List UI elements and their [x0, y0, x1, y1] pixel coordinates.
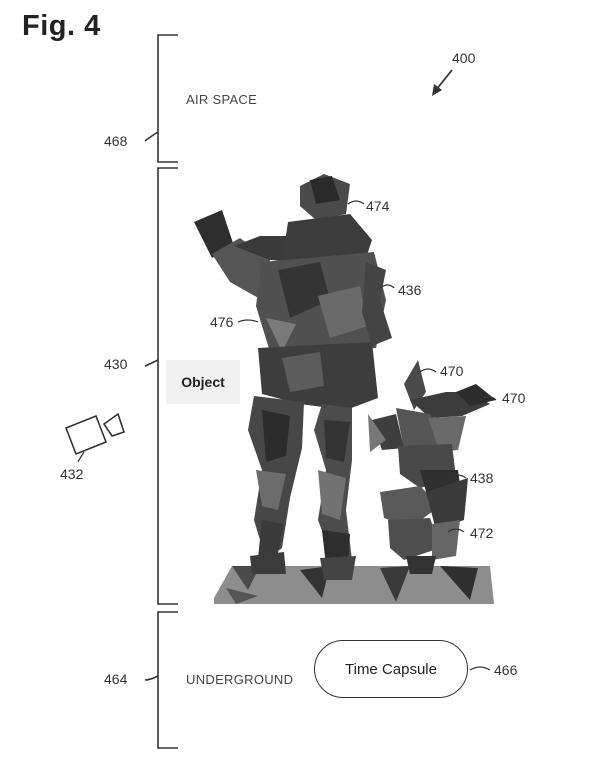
camera-leader [77, 451, 85, 463]
figure-number-label: 400 [452, 50, 476, 66]
tree-trunk-callout: 438 [470, 470, 494, 486]
object-callout: 436 [398, 282, 422, 298]
underground-label: UNDERGROUND [186, 672, 294, 687]
tree-figure [368, 360, 496, 574]
object-region-bracket [144, 167, 178, 605]
underground-bracket [144, 611, 178, 749]
human-figure [194, 174, 392, 580]
time-capsule-box: Time Capsule [314, 640, 468, 698]
figure-title: Fig. 4 [22, 10, 101, 42]
time-capsule-label: Time Capsule [345, 660, 437, 678]
callout-leaders [237, 200, 497, 671]
object-region-ref: 430 [104, 356, 128, 372]
camera-icon [64, 412, 126, 456]
air-space-label: AIR SPACE [186, 92, 258, 107]
human-body-callout: 476 [210, 314, 234, 330]
underground-ref: 464 [104, 671, 128, 687]
head-callout: 474 [366, 198, 390, 214]
object-label-box: Object [166, 360, 240, 404]
tree-top-right-callout: 470 [502, 390, 526, 406]
camera-ref: 432 [60, 466, 84, 482]
time-capsule-ref: 466 [494, 662, 518, 678]
ground-base [214, 566, 494, 604]
object-label: Object [181, 374, 225, 390]
air-space-bracket [144, 34, 178, 163]
air-space-ref: 468 [104, 133, 128, 149]
figure-arrow [432, 69, 453, 96]
tree-top-left-callout: 470 [440, 363, 464, 379]
tree-lower-callout: 472 [470, 525, 494, 541]
